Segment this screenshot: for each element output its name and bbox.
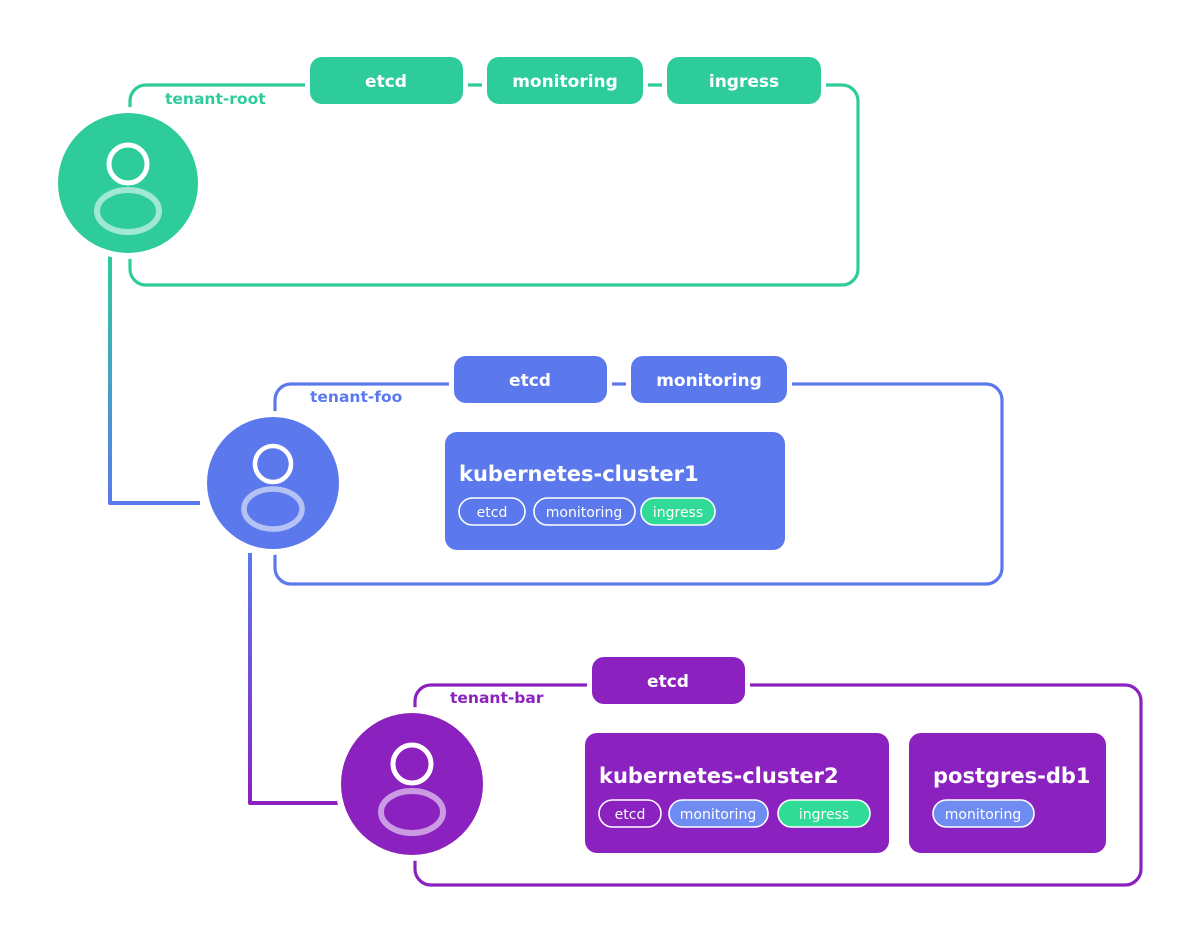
connector-foo-to-bar [248,553,338,805]
badge-ingress-root[interactable]: ingress [662,52,826,109]
tenant-foo-group[interactable]: tenant-foo etcd monitoring [201,351,1004,586]
resource-kubernetes-cluster2[interactable]: kubernetes-cluster2 etcd monitoring ingr… [585,733,889,853]
tenant-root-container [128,83,860,287]
resource-title: kubernetes-cluster2 [599,764,839,788]
chip-label: monitoring [945,807,1021,823]
tenant-root-group[interactable]: tenant-root etcd monitoring ingress [52,52,860,287]
badge-label: monitoring [512,72,618,92]
chip-monitoring[interactable]: monitoring [668,799,769,828]
resource-title: kubernetes-cluster1 [459,462,699,486]
chip-etcd[interactable]: etcd [458,497,526,526]
tenant-bar-container [413,683,1143,887]
badge-label: monitoring [656,371,762,391]
tenant-root-avatar[interactable] [52,107,204,259]
tenant-foo-badges: etcd monitoring [449,351,792,408]
tenant-bar-badges: etcd [587,652,750,709]
badge-etcd-foo[interactable]: etcd [449,351,612,408]
chip-label: ingress [799,807,849,823]
chip-label: monitoring [680,807,756,823]
tenant-root-badges: etcd monitoring ingress [305,52,826,109]
chip-ingress[interactable]: ingress [640,497,716,526]
tenant-bar-group[interactable]: tenant-bar etcd kubernetes-cluster2 [335,652,1143,887]
chip-etcd[interactable]: etcd [598,799,662,828]
tenant-bar-label: tenant-bar [450,689,544,707]
badge-etcd-root[interactable]: etcd [305,52,468,109]
tenant-foo-avatar[interactable] [201,411,345,555]
tenant-foo-label: tenant-foo [310,388,402,406]
chip-label: ingress [653,505,703,521]
badge-label: etcd [365,72,407,92]
chip-label: etcd [477,505,508,521]
badge-label: etcd [509,371,551,391]
tenant-root-label: tenant-root [165,90,266,108]
tenant-bar-avatar[interactable] [335,707,489,861]
resource-title: postgres-db1 [933,764,1091,788]
chip-ingress[interactable]: ingress [777,799,871,828]
badge-etcd-bar[interactable]: etcd [587,652,750,709]
resource-kubernetes-cluster1[interactable]: kubernetes-cluster1 etcd monitoring ingr… [445,432,785,550]
chip-label: monitoring [546,505,622,521]
resource-postgres-db1[interactable]: postgres-db1 monitoring [909,733,1106,853]
connector-root-to-foo [108,255,200,505]
chip-label: etcd [615,807,646,823]
badge-monitoring-foo[interactable]: monitoring [626,351,792,408]
chip-monitoring[interactable]: monitoring [533,497,636,526]
chip-monitoring[interactable]: monitoring [932,799,1035,828]
badge-label: ingress [709,72,779,92]
badge-monitoring-root[interactable]: monitoring [482,52,648,109]
badge-label: etcd [647,672,689,692]
